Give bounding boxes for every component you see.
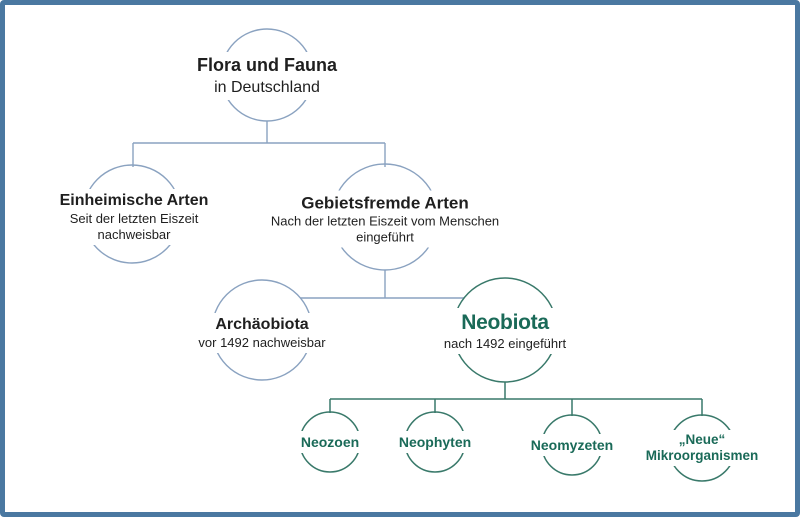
node-einheimische-arten-title: Einheimische Arten (59, 192, 209, 209)
node-neomyzeten: Neomyzeten (520, 434, 624, 456)
node-neophyten: Neophyten (388, 431, 482, 453)
node-neue-mikroorganismen: „Neue“ Mikroorganismen (635, 430, 769, 466)
node-neophyten-title: Neophyten (398, 434, 472, 450)
node-neue-mikroorganismen-title2: Mikroorganismen (645, 448, 759, 463)
node-flora-und-fauna-subtitle: in Deutschland (214, 79, 320, 96)
node-archaeobiota-title: Archäobiota (215, 316, 309, 333)
node-neozoen-title: Neozoen (300, 434, 360, 450)
node-neobiota-title: Neobiota (461, 311, 549, 334)
node-flora-und-fauna: Flora und Fauna in Deutschland (186, 52, 348, 100)
node-gebietsfremde-arten-sub1: Nach der letzten Eiszeit vom Menschen (270, 213, 500, 229)
node-einheimische-arten-sub1: Seit der letzten Eiszeit (69, 211, 199, 226)
node-gebietsfremde-arten-title: Gebietsfremde Arten (301, 193, 469, 213)
node-neomyzeten-title: Neomyzeten (530, 437, 614, 453)
node-gebietsfremde-arten: Gebietsfremde Arten Nach der letzten Eis… (260, 190, 510, 248)
node-einheimische-arten-sub2: nachweisbar (97, 227, 171, 242)
node-neue-mikroorganismen-title1: „Neue“ (678, 432, 726, 447)
node-archaeobiota: Archäobiota vor 1492 nachweisbar (188, 313, 336, 353)
node-neobiota: Neobiota nach 1492 eingeführt (433, 308, 577, 354)
node-archaeobiota-sub1: vor 1492 nachweisbar (198, 335, 326, 350)
node-neobiota-sub1: nach 1492 eingeführt (443, 336, 567, 351)
node-einheimische-arten: Einheimische Arten Seit der letzten Eisz… (49, 189, 219, 245)
node-gebietsfremde-arten-sub2: eingeführt (356, 229, 414, 245)
node-neozoen: Neozoen (290, 431, 370, 453)
node-flora-und-fauna-title: Flora und Fauna (196, 55, 338, 75)
